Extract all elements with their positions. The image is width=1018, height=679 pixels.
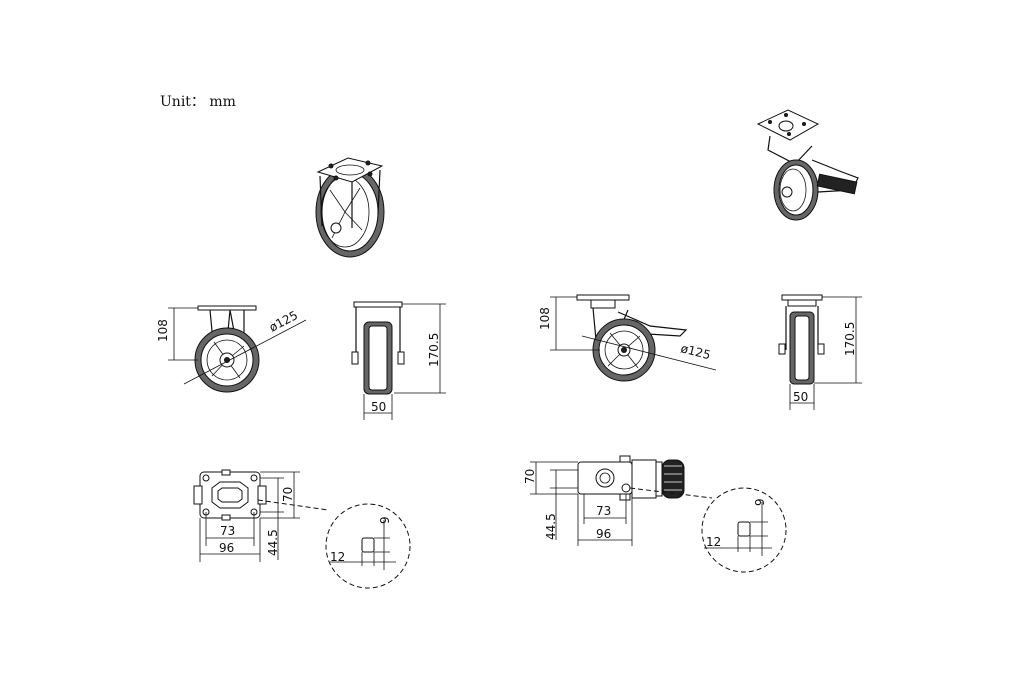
fixed-caster-front-view: 170.5 50 — [351, 301, 446, 420]
swivel-plate-length-label: 96 — [596, 527, 611, 541]
fixed-width-label: 50 — [371, 400, 386, 414]
fixed-diameter-label: ø125 — [267, 308, 300, 335]
fixed-plate-width-label: 70 — [281, 487, 295, 502]
fixed-hole-size-b-label: 12 — [330, 550, 345, 564]
swivel-caster-plate-view: 70 44.5 73 96 9 12 — [523, 455, 787, 573]
fixed-hole-spacing-y-label: 44.5 — [266, 529, 280, 556]
swivel-hole-spacing-y-label: 44.5 — [544, 513, 558, 540]
swivel-hole-size-a-label: 9 — [753, 498, 767, 506]
swivel-hole-spacing-x-label: 73 — [596, 504, 611, 518]
fixed-hole-spacing-x-label: 73 — [220, 524, 235, 538]
swivel-diameter-label: ø125 — [679, 341, 712, 362]
fixed-caster-side-view: 108 ø125 — [156, 305, 307, 393]
swivel-width-label: 50 — [793, 390, 808, 404]
unit-label: Unit： mm — [160, 94, 236, 110]
fixed-hole-size-a-label: 9 — [378, 516, 392, 524]
fixed-height-label: 108 — [156, 319, 170, 342]
swivel-hole-size-b-label: 12 — [706, 535, 721, 549]
swivel-caster-front-view: 170.5 50 — [778, 294, 862, 410]
fixed-total-height-label: 170.5 — [427, 333, 441, 367]
fixed-caster-plate-view: 70 44.5 73 96 9 12 — [193, 469, 411, 589]
swivel-height-label: 108 — [538, 307, 552, 330]
fixed-caster-3d-view — [315, 157, 385, 258]
swivel-caster-side-view: 108 ø125 — [538, 294, 717, 382]
fixed-plate-length-label: 96 — [219, 541, 234, 555]
swivel-caster-3d-view — [756, 109, 859, 221]
swivel-total-height-label: 170.5 — [843, 322, 857, 356]
swivel-plate-width-label: 70 — [523, 469, 537, 484]
